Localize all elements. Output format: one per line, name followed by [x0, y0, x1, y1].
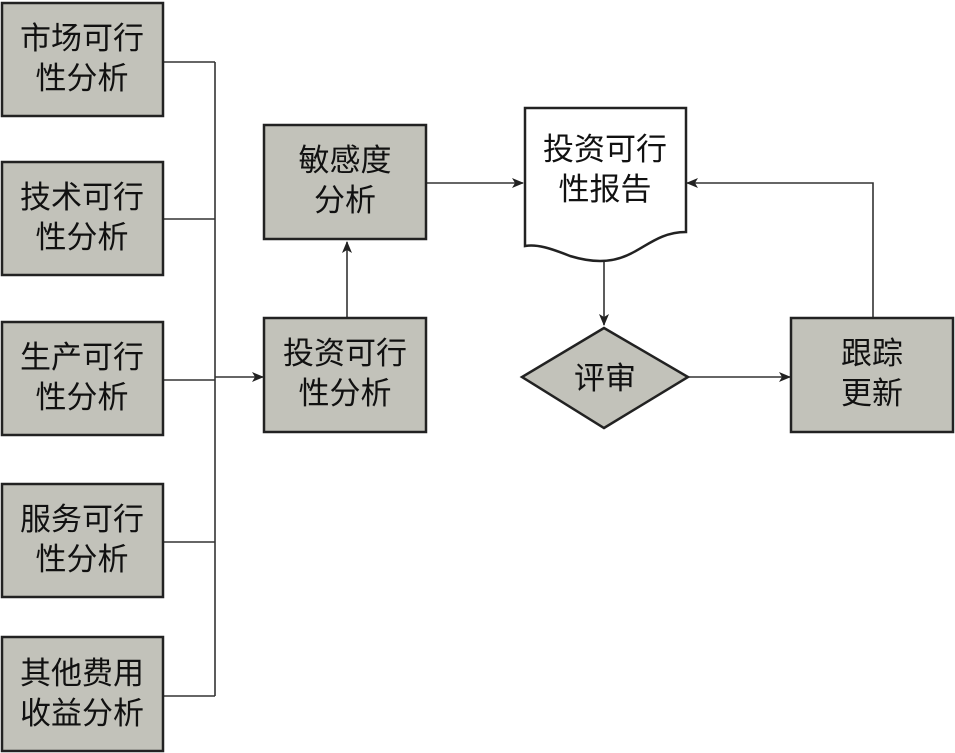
arrow-track-to-report	[686, 178, 874, 318]
node-cost-benefit-line1: 其他费用	[20, 656, 144, 692]
node-production-line1: 生产可行	[20, 340, 144, 376]
node-track-line1: 跟踪	[841, 336, 903, 372]
node-track-update: 跟踪 更新	[789, 316, 955, 434]
node-tech-line2: 性分析	[36, 220, 129, 256]
node-service-feasibility: 服务可行 性分析	[0, 482, 165, 599]
node-tech-feasibility: 技术可行 性分析	[0, 160, 165, 277]
node-track-line2: 更新	[841, 376, 903, 412]
node-cost-benefit-line2: 收益分析	[20, 696, 144, 732]
node-sensitivity-line2: 分析	[314, 183, 376, 219]
node-investment-feasibility-analysis: 投资可行 性分析	[262, 316, 428, 434]
node-review-decision: 评审	[519, 326, 691, 430]
node-market-feasibility: 市场可行 性分析	[0, 1, 165, 118]
node-service-line1: 服务可行	[20, 502, 144, 538]
node-production-feasibility: 生产可行 性分析	[0, 320, 165, 437]
connectors	[163, 61, 874, 697]
node-market-line1: 市场可行	[20, 21, 144, 57]
node-tech-line1: 技术可行	[20, 180, 144, 216]
node-invest-analysis-line1: 投资可行	[283, 336, 407, 372]
node-invest-analysis-line2: 性分析	[299, 376, 392, 412]
node-service-line2: 性分析	[36, 542, 129, 578]
node-cost-benefit-analysis: 其他费用 收益分析	[0, 635, 165, 753]
node-market-line2: 性分析	[36, 61, 129, 97]
node-report-line1: 投资可行	[543, 132, 667, 168]
node-investment-feasibility-report: 投资可行 性报告	[523, 106, 688, 263]
node-sensitivity-line1: 敏感度	[299, 143, 392, 179]
node-sensitivity-analysis: 敏感度 分析	[262, 123, 428, 241]
node-review-label: 评审	[574, 361, 636, 397]
node-report-line2: 性报告	[559, 172, 652, 208]
node-production-line2: 性分析	[36, 380, 129, 416]
